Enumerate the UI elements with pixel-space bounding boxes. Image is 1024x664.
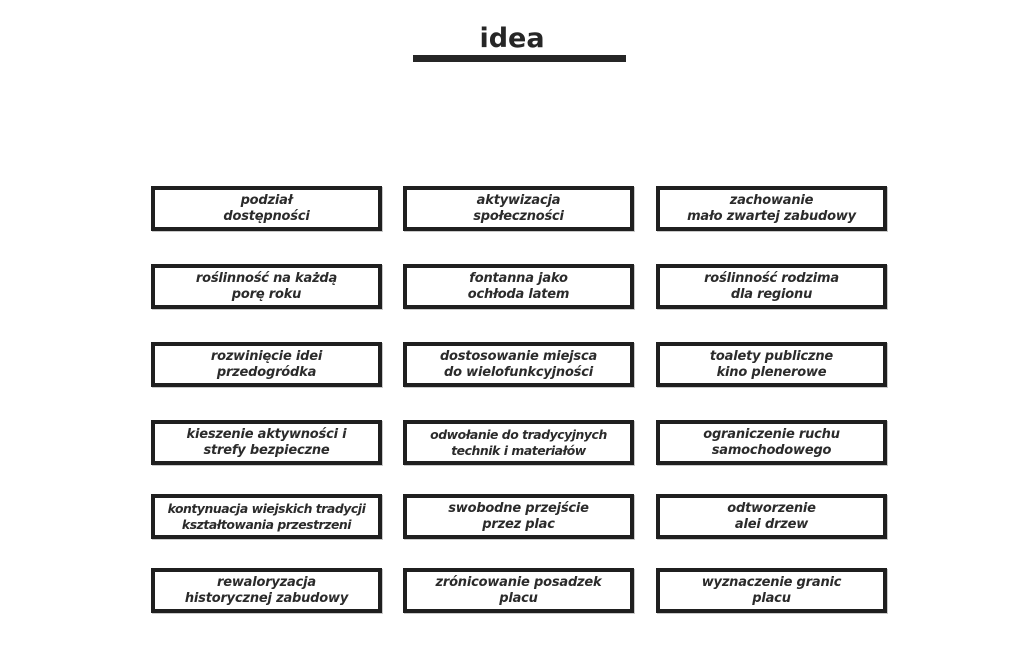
idea-box: ograniczenie ruchu samochodowego — [656, 420, 887, 465]
idea-box: kontynuacja wiejskich tradycji kształtow… — [151, 494, 382, 539]
idea-box: podział dostępności — [151, 186, 382, 231]
idea-box-label: swobodne przejście przez plac — [448, 500, 589, 532]
idea-box: roślinność rodzima dla regionu — [656, 264, 887, 309]
idea-box-label: kieszenie aktywności i strefy bezpieczne — [186, 426, 347, 458]
idea-column-1: podział dostępności roślinność na każdą … — [151, 186, 382, 614]
page-title: idea — [479, 23, 545, 54]
idea-box-label: ograniczenie ruchu samochodowego — [703, 426, 840, 458]
idea-box: rozwinięcie idei przedogródka — [151, 342, 382, 387]
idea-box: swobodne przejście przez plac — [403, 494, 634, 539]
title-underline-rule — [413, 55, 626, 62]
page-title-block: idea — [0, 24, 1024, 54]
idea-box: aktywizacja społeczności — [403, 186, 634, 231]
idea-box: odtworzenie alei drzew — [656, 494, 887, 539]
idea-box-label: roślinność na każdą porę roku — [195, 270, 338, 302]
idea-box-label: toalety publiczne kino plenerowe — [709, 348, 834, 380]
idea-box: rewaloryzacja historycznej zabudowy — [151, 568, 382, 613]
idea-box: dostosowanie miejsca do wielofunkcyjnośc… — [403, 342, 634, 387]
idea-box-label: aktywizacja społeczności — [473, 192, 564, 224]
idea-box-label: rewaloryzacja historycznej zabudowy — [184, 574, 349, 606]
idea-box: roślinność na każdą porę roku — [151, 264, 382, 309]
idea-box-label: dostosowanie miejsca do wielofunkcyjnośc… — [439, 348, 598, 380]
idea-column-3: zachowanie mało zwartej zabudowy roślinn… — [656, 186, 887, 614]
idea-box: toalety publiczne kino plenerowe — [656, 342, 887, 387]
idea-box: zachowanie mało zwartej zabudowy — [656, 186, 887, 231]
idea-box-label: roślinność rodzima dla regionu — [704, 270, 839, 302]
idea-box-label: kontynuacja wiejskich tradycji kształtow… — [167, 500, 366, 532]
idea-box-label: wyznaczenie granic placu — [701, 574, 842, 606]
idea-box: wyznaczenie granic placu — [656, 568, 887, 613]
idea-box-label: odwołanie do tradycyjnych technik i mate… — [430, 426, 607, 458]
idea-box: fontanna jako ochłoda latem — [403, 264, 634, 309]
idea-box-label: odtworzenie alei drzew — [727, 500, 816, 532]
idea-column-2: aktywizacja społeczności fontanna jako o… — [403, 186, 634, 614]
idea-box: kieszenie aktywności i strefy bezpieczne — [151, 420, 382, 465]
idea-box-label: rozwinięcie idei przedogródka — [210, 348, 323, 380]
idea-box-label: fontanna jako ochłoda latem — [467, 270, 570, 302]
idea-box: zrónicowanie posadzek placu — [403, 568, 634, 613]
idea-box-label: podział dostępności — [223, 192, 310, 224]
idea-box-label: zachowanie mało zwartej zabudowy — [687, 192, 856, 224]
idea-box-label: zrónicowanie posadzek placu — [435, 574, 602, 606]
idea-box: odwołanie do tradycyjnych technik i mate… — [403, 420, 634, 465]
idea-board-grid: podział dostępności roślinność na każdą … — [151, 186, 887, 614]
